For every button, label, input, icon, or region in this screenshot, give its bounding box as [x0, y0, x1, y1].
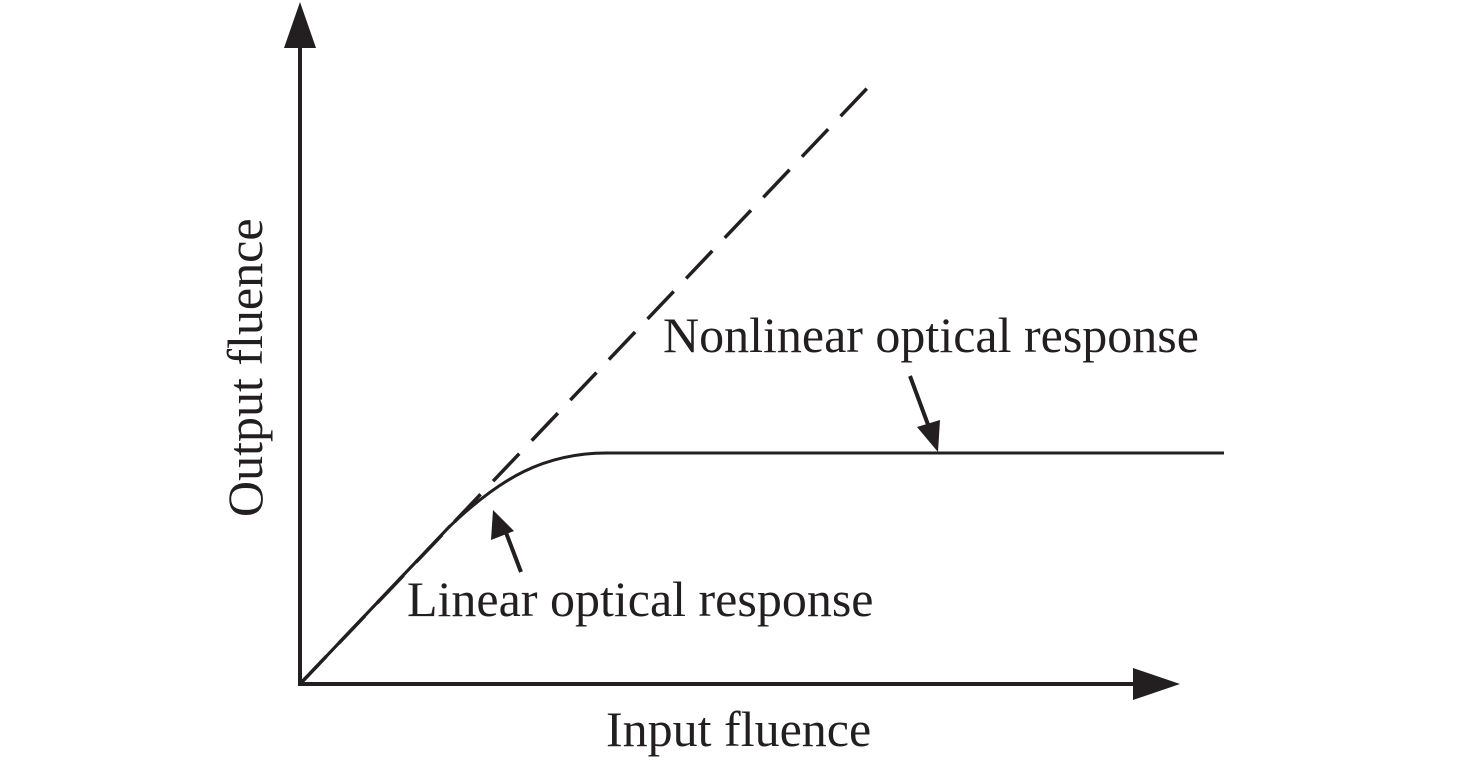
- linear-pointer-arrowhead: [491, 510, 514, 540]
- nonlinear-pointer-arrowhead: [917, 420, 940, 452]
- nonlinear-response-curve: [298, 451, 1224, 686]
- y-axis-label: Output fluence: [217, 218, 273, 517]
- x-axis-label: Input fluence: [606, 701, 871, 757]
- nonlinear-pointer-line: [908, 375, 932, 431]
- nonlinear-response-label: Nonlinear optical response: [663, 307, 1199, 363]
- linear-pointer-line: [503, 529, 523, 573]
- linear-response-label: Linear optical response: [407, 571, 873, 627]
- y-axis-arrowhead: [284, 2, 316, 48]
- x-axis-arrowhead: [1133, 668, 1180, 700]
